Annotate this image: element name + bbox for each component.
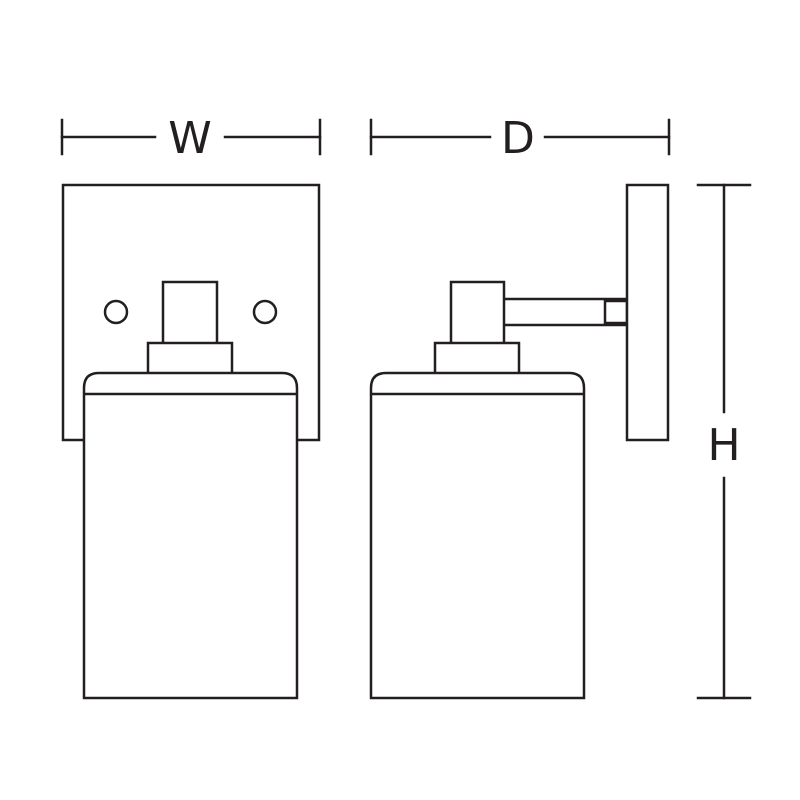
front-mount-hole-right: [252, 299, 278, 325]
side-backplate: [625, 183, 670, 442]
wall-sconce-front-icon: [61, 183, 321, 700]
wall-sconce-side-icon: [369, 183, 670, 700]
side-glass-shade: [369, 371, 586, 700]
front-socket-cup: [146, 341, 234, 376]
depth-dimension: [369, 118, 671, 156]
side-socket-cup: [433, 341, 521, 376]
depth-label: D: [501, 113, 535, 164]
height-label: H: [707, 420, 740, 471]
width-dimension: [60, 118, 322, 156]
side-arm-end-cap: [603, 299, 629, 325]
front-mount-hole-left: [103, 299, 129, 325]
side-stem: [449, 280, 506, 346]
height-dimension: [696, 183, 752, 700]
front-glass-shade: [82, 371, 299, 700]
front-stem: [161, 280, 219, 346]
width-label: W: [168, 113, 212, 164]
